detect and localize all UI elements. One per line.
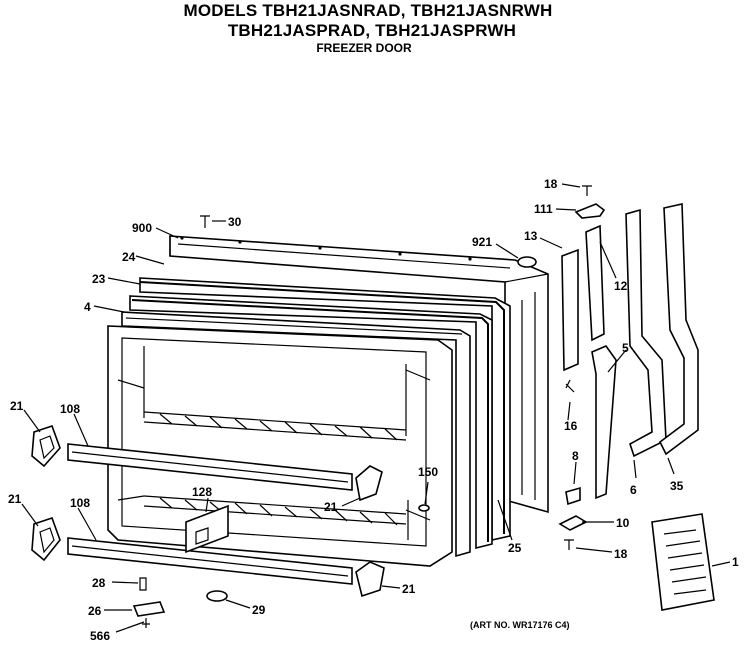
clip-28 (139, 577, 147, 591)
callout-8: 8 (572, 449, 579, 463)
screw-16 (565, 379, 575, 393)
callout-24: 24 (122, 250, 136, 264)
end-cap-lower-left (31, 516, 61, 562)
callout-150: 150 (418, 465, 438, 479)
callout-18-top: 18 (544, 177, 558, 191)
instruction-card-1 (651, 513, 715, 611)
shelf-bar-lower (67, 537, 353, 585)
callout-900: 900 (132, 221, 152, 235)
bracket-10 (558, 515, 588, 531)
strip-13 (561, 248, 579, 372)
inner-door-liner (107, 325, 453, 567)
end-cap-upper-left (31, 424, 61, 468)
handle-6 (625, 208, 667, 458)
callout-921: 921 (472, 235, 492, 249)
end-cap-upper-right (355, 465, 383, 502)
callout-108-upper: 108 (60, 402, 80, 416)
screw-566 (142, 618, 150, 628)
diagram-subtitle: FREEZER DOOR (316, 41, 412, 55)
strip-12 (585, 224, 605, 342)
bracket-111 (574, 203, 606, 219)
callout-21-lower-right: 21 (402, 582, 416, 596)
callout-21-lower-left: 21 (8, 492, 22, 506)
end-cap-lower-right (355, 561, 385, 598)
callout-1: 1 (732, 555, 739, 569)
plug-921 (517, 256, 537, 268)
screw-30 (200, 215, 210, 228)
divider-128 (185, 504, 229, 554)
callout-23: 23 (92, 272, 106, 286)
callout-10: 10 (616, 516, 630, 530)
callout-21-upper-right: 21 (324, 500, 338, 514)
callout-108-lower: 108 (70, 496, 90, 510)
callout-4: 4 (84, 300, 91, 314)
callout-111: 111 (534, 202, 553, 216)
shelf-bar-upper (67, 443, 353, 491)
screw-18-bottom (564, 539, 574, 550)
callout-26: 26 (88, 604, 102, 618)
bumper-29 (206, 590, 228, 602)
diagram-title-line1: MODELS TBH21JASNRAD, TBH21JASNRWH (183, 1, 553, 20)
callout-6: 6 (630, 483, 637, 497)
callout-566: 566 (90, 629, 110, 643)
clip-150 (418, 504, 430, 512)
callout-13: 13 (524, 229, 538, 243)
callout-128: 128 (192, 485, 212, 499)
hinge-plate-26 (132, 601, 166, 617)
callout-18-bottom: 18 (614, 547, 628, 561)
diagram-title-line2: TBH21JASPRAD, TBH21JASPRWH (227, 21, 517, 40)
callout-5: 5 (622, 341, 629, 355)
clip-8 (565, 486, 581, 506)
callout-28: 28 (92, 576, 106, 590)
art-number: (ART NO. WR17176 C4) (470, 620, 570, 630)
callout-12: 12 (614, 279, 628, 293)
callout-25: 25 (508, 541, 522, 555)
callout-21-upper-left: 21 (10, 399, 24, 413)
callout-35: 35 (670, 479, 684, 493)
screw-18-top (582, 185, 592, 196)
handle-35 (658, 203, 699, 456)
brace-5 (591, 345, 617, 500)
callout-16: 16 (564, 419, 578, 433)
leader-lines (21, 183, 731, 633)
door-frame-layers (121, 277, 511, 558)
callout-29: 29 (252, 603, 266, 617)
callout-30: 30 (228, 215, 242, 229)
